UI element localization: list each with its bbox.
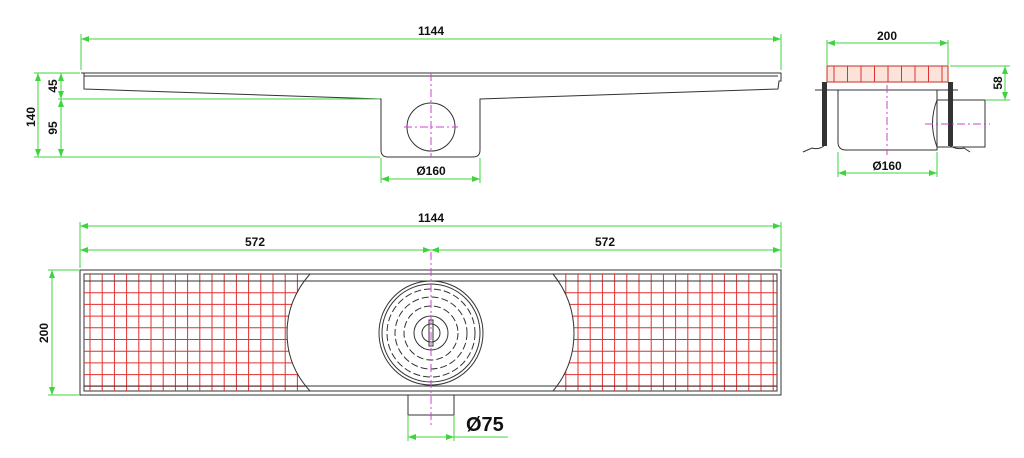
- dim-plan-length-label: 1144: [418, 211, 444, 225]
- dim-plan-width-label: 200: [37, 323, 51, 343]
- plan-view: 1144 572 572 200 Ø75: [37, 211, 782, 441]
- channel-profile: [81, 72, 782, 158]
- elevation-view: 1144 140 45 95 Ø160: [24, 24, 782, 183]
- dim-half-right-label: 572: [595, 235, 615, 249]
- section-view: 200 58 Ø160: [802, 29, 1010, 177]
- dim-sump-diameter-label: Ø160: [872, 159, 902, 173]
- dim-width-label: 200: [877, 29, 897, 43]
- dim-sump-diameter-label: Ø160: [416, 164, 446, 178]
- dim-height-top-label: 45: [46, 79, 60, 93]
- dim-height-sump-label: 95: [46, 121, 60, 135]
- anchor-bolt: [822, 82, 827, 146]
- dim-half-left-label: 572: [245, 235, 265, 249]
- sump-body: [837, 90, 938, 151]
- dim-grate-height-label: 58: [991, 76, 1005, 90]
- anchor-bolt: [948, 82, 953, 146]
- dim-outlet-diameter-label: Ø75: [466, 414, 504, 436]
- outlet-pipe: [932, 99, 986, 148]
- dim-height-total-label: 140: [24, 107, 38, 127]
- dim-length-label: 1144: [418, 24, 444, 38]
